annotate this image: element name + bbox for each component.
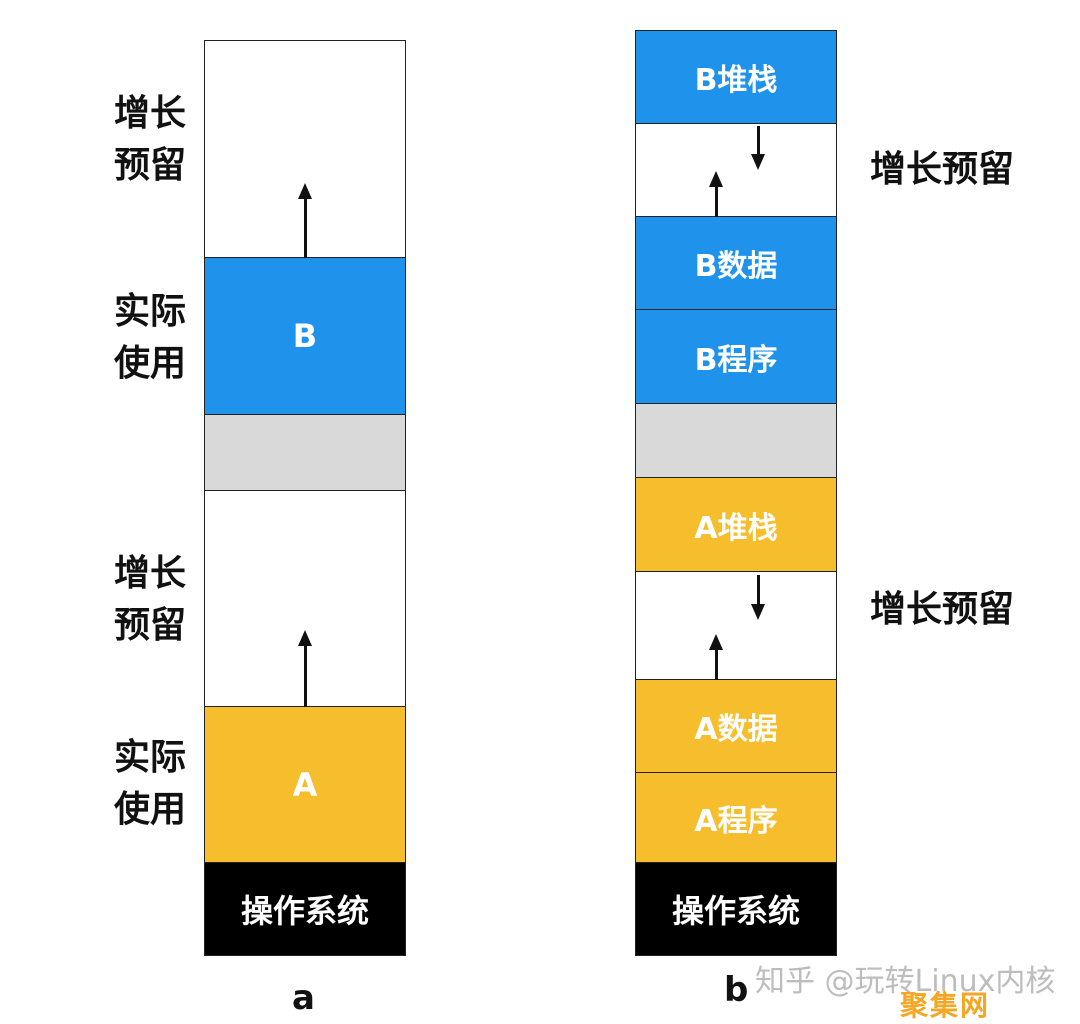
os-block: 操作系统 <box>635 862 837 956</box>
side-label-line: 实际 <box>113 291 186 332</box>
side-label-growth-reserve: 增长预留 <box>869 589 1014 630</box>
caption-a: a <box>292 978 315 1018</box>
side-label-growth-reserve: 增长 预留 <box>105 88 195 192</box>
b-stack-block: B堆栈 <box>635 30 837 124</box>
side-label-growth-reserve: 增长 预留 <box>105 548 195 652</box>
a-data-block: A数据 <box>635 679 837 773</box>
side-label-line: 增长 <box>113 553 186 594</box>
gap-block <box>635 403 837 478</box>
used-block-a: A <box>204 706 406 863</box>
side-label-line: 预留 <box>113 605 186 646</box>
side-label-line: 实际 <box>113 737 186 778</box>
a-program-block: A程序 <box>635 772 837 863</box>
caption-b: b <box>724 970 749 1010</box>
watermark-text: 知乎 @玩转Linux内核 <box>755 964 1056 999</box>
side-label-growth-reserve: 增长预留 <box>869 149 1014 190</box>
side-label-line: 使用 <box>113 343 186 384</box>
a-stack-block: A堆栈 <box>635 477 837 572</box>
side-label-actual-use: 实际 使用 <box>105 732 195 836</box>
side-label-line: 预留 <box>113 145 186 186</box>
a-reserve-block <box>635 571 837 680</box>
b-program-block: B程序 <box>635 309 837 404</box>
side-label-line: 使用 <box>113 789 186 830</box>
b-reserve-block <box>635 123 837 217</box>
b-data-block: B数据 <box>635 216 837 310</box>
side-label-actual-use: 实际 使用 <box>105 286 195 390</box>
side-label-line: 增长 <box>113 93 186 134</box>
used-block-b: B <box>204 257 406 415</box>
watermark-site: 聚集网 <box>900 989 991 1022</box>
os-block: 操作系统 <box>204 862 406 956</box>
gap-block <box>204 414 406 491</box>
